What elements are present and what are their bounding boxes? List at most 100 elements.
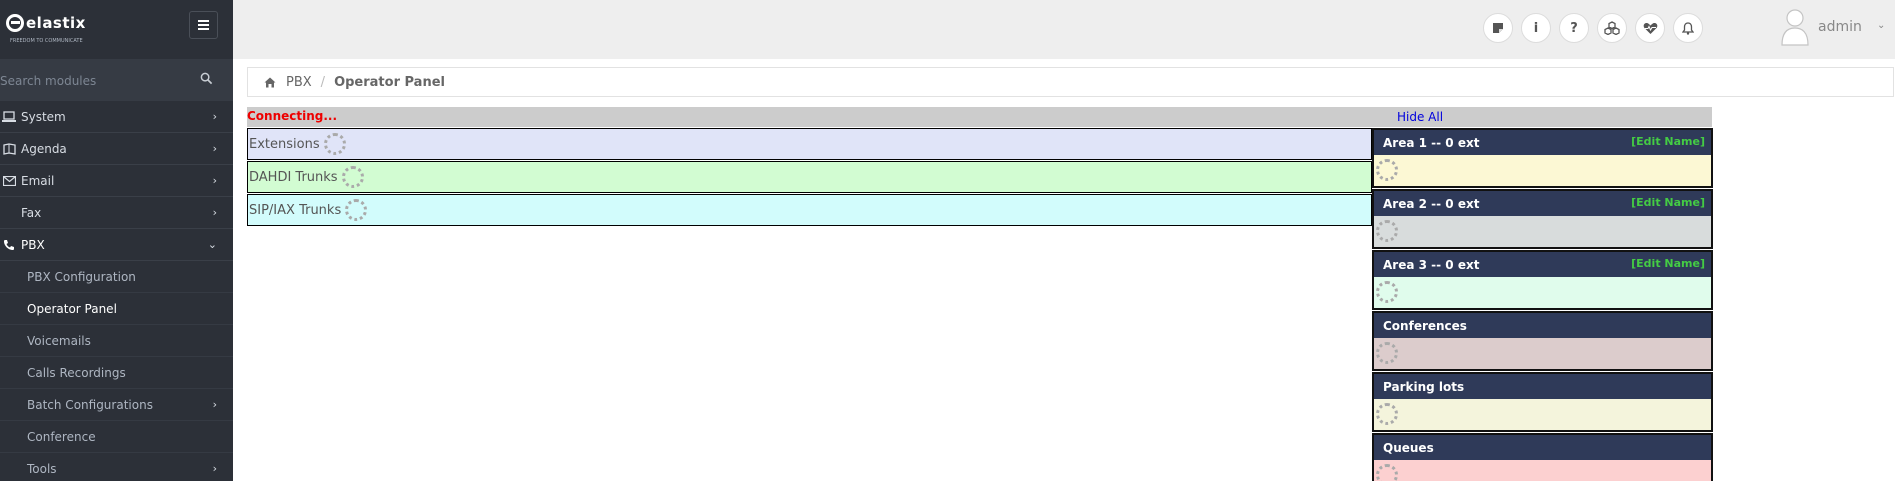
panel-title: SIP/IAX Trunks (249, 202, 342, 218)
area-header[interactable]: Area 1 -- 0 ext [Edit Name] (1374, 130, 1711, 155)
chevron-right-icon: › (212, 174, 217, 187)
area-header[interactable]: Area 3 -- 0 ext [Edit Name] (1374, 252, 1711, 277)
chevron-right-icon: › (212, 462, 217, 475)
sidebar: elastix FREEDOM TO COMMUNICATE System › (0, 0, 233, 481)
sidebar-item-pbx[interactable]: PBX ⌄ (0, 229, 233, 261)
sidebar-subitem-label: Voicemails (27, 333, 91, 348)
elastix-logo[interactable]: elastix (6, 14, 86, 32)
logo-mark-icon (6, 14, 24, 32)
area-title: Area 1 -- 0 ext (1383, 135, 1480, 150)
info-button[interactable]: i (1521, 13, 1551, 43)
sidebar-subitem-pbx-configuration[interactable]: PBX Configuration (0, 261, 233, 293)
sidebar-subitem-voicemails[interactable]: Voicemails (0, 325, 233, 357)
sidebar-item-fax[interactable]: Fax › (0, 197, 233, 229)
hamburger-icon-bar (198, 20, 209, 22)
extensions-panel[interactable]: Extensions (247, 128, 1372, 160)
dahdi-trunks-panel[interactable]: DAHDI Trunks (247, 161, 1372, 193)
loading-spinner-icon (1376, 281, 1398, 303)
addons-button[interactable] (1597, 13, 1627, 43)
book-icon (2, 142, 16, 156)
loading-spinner-icon (345, 199, 368, 221)
area-header[interactable]: Conferences (1374, 313, 1711, 338)
sidebar-item-label: Fax (21, 205, 42, 220)
area-header[interactable]: Area 2 -- 0 ext [Edit Name] (1374, 191, 1711, 216)
operator-panel-status-bar: Connecting... Hide All (247, 107, 1712, 127)
user-name[interactable]: admin (1818, 19, 1862, 35)
top-bar: i ? admin ⌄ (233, 0, 1895, 59)
area-header[interactable]: Parking lots (1374, 374, 1711, 399)
sidebar-subitem-conference[interactable]: Conference (0, 421, 233, 453)
area-body (1374, 338, 1711, 369)
logo-text: elastix (26, 14, 86, 32)
queues-panel: Queues (1372, 433, 1713, 481)
conferences-panel: Conferences (1372, 311, 1713, 371)
edit-name-link[interactable]: [Edit Name] (1631, 257, 1705, 270)
connection-status: Connecting... (247, 109, 338, 123)
chevron-down-icon[interactable]: ⌄ (1877, 20, 1886, 31)
module-search-input[interactable] (0, 71, 190, 91)
sidebar-subitem-calls-recordings[interactable]: Calls Recordings (0, 357, 233, 389)
sidebar-item-agenda[interactable]: Agenda › (0, 133, 233, 165)
area-body (1374, 277, 1711, 308)
help-button[interactable]: ? (1559, 13, 1589, 43)
module-search (0, 59, 233, 101)
sidebar-item-email[interactable]: Email › (0, 165, 233, 197)
area-body (1374, 155, 1711, 186)
loading-spinner-icon (323, 133, 346, 155)
laptop-icon (2, 110, 16, 124)
parking-lots-panel: Parking lots (1372, 372, 1713, 432)
loading-spinner-icon (1376, 464, 1398, 481)
sidebar-subitem-tools[interactable]: Tools › (0, 453, 233, 481)
area-body (1374, 460, 1711, 481)
sidebar-subitem-label: Tools (27, 461, 57, 476)
left-panels: Extensions DAHDI Trunks SIP/IAX Trunks (247, 128, 1372, 226)
sidebar-subitem-operator-panel[interactable]: Operator Panel (0, 293, 233, 325)
search-icon[interactable] (200, 72, 213, 85)
edit-name-link[interactable]: [Edit Name] (1631, 196, 1705, 209)
area-body (1374, 399, 1711, 430)
area-body (1374, 216, 1711, 247)
chevron-right-icon: › (212, 110, 217, 123)
addons-icon (1604, 21, 1620, 35)
loading-spinner-icon (1376, 342, 1398, 364)
sidebar-item-label: System (21, 109, 66, 124)
sidebar-item-system[interactable]: System › (0, 101, 233, 133)
sidebar-item-label: PBX (21, 237, 45, 252)
notes-button[interactable] (1483, 13, 1513, 43)
panel-title: DAHDI Trunks (249, 169, 338, 185)
bell-icon (1682, 21, 1694, 35)
menu-toggle-button[interactable] (189, 11, 218, 39)
sidebar-subitem-label: Operator Panel (27, 301, 117, 316)
breadcrumb-current: Operator Panel (334, 74, 445, 90)
area-2-panel: Area 2 -- 0 ext [Edit Name] (1372, 189, 1713, 249)
area-1-panel: Area 1 -- 0 ext [Edit Name] (1372, 128, 1713, 188)
notes-icon (1493, 23, 1503, 33)
sidebar-subitem-label: Calls Recordings (27, 365, 126, 380)
hamburger-icon-bar (198, 28, 209, 30)
hide-all-link[interactable]: Hide All (1397, 110, 1444, 124)
panel-title: Extensions (249, 136, 320, 152)
info-icon: i (1533, 20, 1539, 36)
sidebar-subitem-batch-configurations[interactable]: Batch Configurations › (0, 389, 233, 421)
notifications-button[interactable] (1673, 13, 1703, 43)
right-panels: Area 1 -- 0 ext [Edit Name] Area 2 -- 0 … (1372, 128, 1713, 481)
sidebar-subitem-label: Conference (27, 429, 96, 444)
hamburger-icon-bar (198, 24, 209, 26)
loading-spinner-icon (1376, 403, 1398, 425)
chevron-right-icon: › (212, 142, 217, 155)
chevron-down-icon: ⌄ (207, 238, 217, 251)
home-icon[interactable] (264, 77, 276, 88)
sip-iax-trunks-panel[interactable]: SIP/IAX Trunks (247, 194, 1372, 226)
area-3-panel: Area 3 -- 0 ext [Edit Name] (1372, 250, 1713, 310)
avatar[interactable] (1780, 6, 1810, 46)
area-header[interactable]: Queues (1374, 435, 1711, 460)
breadcrumb: PBX / Operator Panel (247, 67, 1894, 97)
breadcrumb-section[interactable]: PBX (286, 74, 312, 90)
heartbeat-button[interactable] (1635, 13, 1665, 43)
chevron-right-icon: › (212, 206, 217, 219)
edit-name-link[interactable]: [Edit Name] (1631, 135, 1705, 148)
logo-tagline: FREEDOM TO COMMUNICATE (10, 38, 83, 44)
sidebar-subitem-label: PBX Configuration (27, 269, 136, 284)
loading-spinner-icon (1376, 220, 1398, 242)
sidebar-item-label: Email (21, 173, 55, 188)
